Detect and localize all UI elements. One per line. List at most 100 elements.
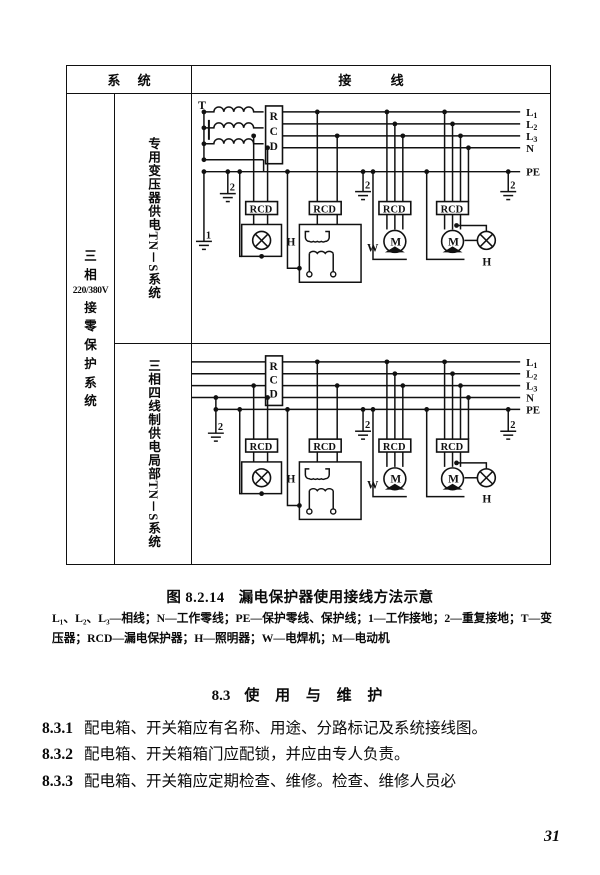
clause-8-3-1: 8.3.1 配电箱、开关箱应有名称、用途、分路标记及系统接线图。 [42, 716, 560, 741]
motor-symbol-3 [383, 467, 407, 491]
branch3-rcd-label: RCD [383, 205, 406, 216]
ground-repeat-2-mid [355, 171, 371, 201]
bus-label-N: N [526, 143, 534, 155]
bus2-label-N: N [526, 392, 534, 404]
branch-welder [286, 111, 362, 283]
transformer-symbol [203, 106, 264, 161]
clause-8-3-3-tag: 8.3.3 [42, 772, 73, 790]
subsystem-label-row1: 专用变压器供电TN－S系统 [146, 137, 161, 300]
main-rcd-letter-c: C [270, 126, 278, 138]
clause-8-3-2-text: 配电箱、开关箱箱门应配锁，并应由专人负责。 [84, 746, 410, 764]
sysname-char-7: 系 [84, 375, 97, 390]
main-rcd2-letter-d: D [270, 389, 278, 401]
ground-repeat-2-left [219, 171, 236, 203]
ground-repeat-2-mid-label: 2 [365, 181, 370, 192]
branch1-rcd-label: RCD [250, 205, 273, 216]
welder-box-2 [298, 461, 362, 521]
subsystem-cell-row2: 三相四线制供电局部TN－S系统 [115, 344, 191, 564]
branch-lamp-1 [238, 135, 283, 258]
b2-branch4-load-label: M [448, 474, 459, 486]
branch2-motor-lamp [425, 361, 497, 498]
b2-branch2-rcd-box [308, 438, 342, 453]
subsystem-cell-row1: 专用变压器供电TN－S系统 [115, 94, 191, 344]
branch2-welder [286, 361, 362, 521]
clause-8-3-2-tag: 8.3.2 [42, 746, 73, 764]
main-rcd2-letter-r: R [270, 361, 279, 373]
ground-working-1 [195, 171, 212, 251]
wiring-diagram-tns-local: R C D L1 L2 L3 [192, 344, 550, 564]
branch-motor-lamp [425, 111, 497, 261]
sysname-char-8: 统 [84, 394, 97, 409]
diagram-svg-bottom: R C D L1 L2 L3 [192, 355, 540, 521]
ground-repeat-2-left-label: 2 [230, 183, 235, 194]
bus-label-L2: L2 [526, 119, 537, 132]
clause-8-3-2: 8.3.2 配电箱、开关箱箱门应配锁，并应由专人负责。 [42, 742, 560, 767]
ground2-repeat-mid-label: 2 [365, 420, 370, 431]
table-col-subsystem: 专用变压器供电TN－S系统 三相四线制供电局部TN－S系统 [115, 94, 192, 564]
incoming-lines [192, 361, 266, 399]
sysname-char-3: 接 [84, 300, 97, 315]
b2-branch3-load-label: M [390, 474, 401, 486]
branch4-extra-label: H [482, 256, 491, 268]
branch1-load-label: H [286, 236, 295, 248]
ground2-repeat-right [500, 409, 517, 440]
clause-8-3-3-text: 配电箱、开关箱应定期检查、维修。检查、维修人员必 [84, 772, 457, 790]
section-body: 8.3.1 配电箱、开关箱应有名称、用途、分路标记及系统接线图。 8.3.2 配电箱… [42, 716, 560, 795]
b2-branch4-extra-label: H [482, 494, 491, 506]
ground2-repeat-mid [355, 409, 371, 440]
section-number: 8.3 [211, 688, 231, 704]
b2-branch1-rcd-box [244, 438, 279, 453]
b2-branch1-load-label: H [286, 474, 295, 486]
figure-number: 图 8.2.14 [166, 590, 225, 606]
motor-base-4 [442, 483, 463, 490]
motor-symbol-4 [440, 467, 465, 491]
page-number: 31 [544, 828, 560, 845]
b2-branch2-rcd-label: RCD [313, 442, 336, 453]
sysname-char-6: 护 [84, 356, 97, 371]
bus-label-L1: L1 [526, 107, 537, 120]
branch3-load-label: M [390, 236, 401, 248]
clause-8-3-1-tag: 8.3.1 [42, 720, 73, 737]
bus-bars [203, 111, 521, 173]
ground2-repeat-left-label: 2 [218, 422, 223, 433]
junction-dots-bottom [213, 359, 511, 508]
table-header-row: 系 统 接 线 [67, 66, 550, 94]
main-rcd-box-2 [264, 355, 284, 407]
transformer-label: T [198, 98, 206, 112]
branch4-load-label: M [448, 236, 459, 248]
diagram-svg-top: T R C D [195, 98, 540, 283]
ground-repeat-2-right-label: 2 [510, 181, 515, 192]
figure-table: 系 统 接 线 三 相 220/380V 接 零 保 护 系 统 专用变压器供电… [66, 65, 551, 565]
branch2-motor-1 [372, 361, 412, 498]
bus2-label-L1: L1 [526, 357, 537, 370]
ground-working-1-label: 1 [206, 230, 211, 241]
motor-base-3 [384, 483, 405, 490]
junction-dots-top [201, 109, 511, 271]
clause-8-3-1-text: 配电箱、开关箱应有名称、用途、分路标记及系统接线图。 [84, 720, 488, 737]
welder-terminal-b [329, 270, 337, 278]
sysname-char-1: 相 [84, 267, 97, 282]
motor-base-1 [384, 246, 405, 253]
branch4-rcd-label: RCD [441, 205, 464, 216]
ground-repeat-2-right [500, 171, 517, 201]
bus-label-PE: PE [526, 167, 540, 179]
b2-branch1-rcd-label: RCD [250, 442, 273, 453]
branch2-rcd-label: RCD [313, 205, 336, 216]
sysname-char-4: 零 [84, 319, 97, 334]
bus2-label-PE: PE [526, 404, 540, 416]
sysname-char-0: 三 [84, 248, 97, 263]
figure-title: 漏电保护器使用接线方法示意 [238, 590, 434, 606]
ground2-repeat-left [207, 409, 224, 442]
bus2-label-L3: L3 [526, 381, 537, 394]
sysname-char-5: 保 [84, 338, 97, 353]
welder-box [298, 223, 362, 283]
wiring-diagram-tns-dedicated-transformer: T R C D [192, 94, 550, 344]
welder2-terminal-a [306, 508, 313, 515]
b2-branch3-rcd-box [378, 438, 412, 453]
subsystem-label-row2: 三相四线制供电局部TN－S系统 [146, 359, 161, 549]
system-name-vertical: 三 相 220/380V 接 零 保 护 系 统 [73, 247, 109, 411]
table-header-wiring: 接 线 [338, 73, 422, 88]
b2-branch4-rcd-box [435, 438, 470, 453]
